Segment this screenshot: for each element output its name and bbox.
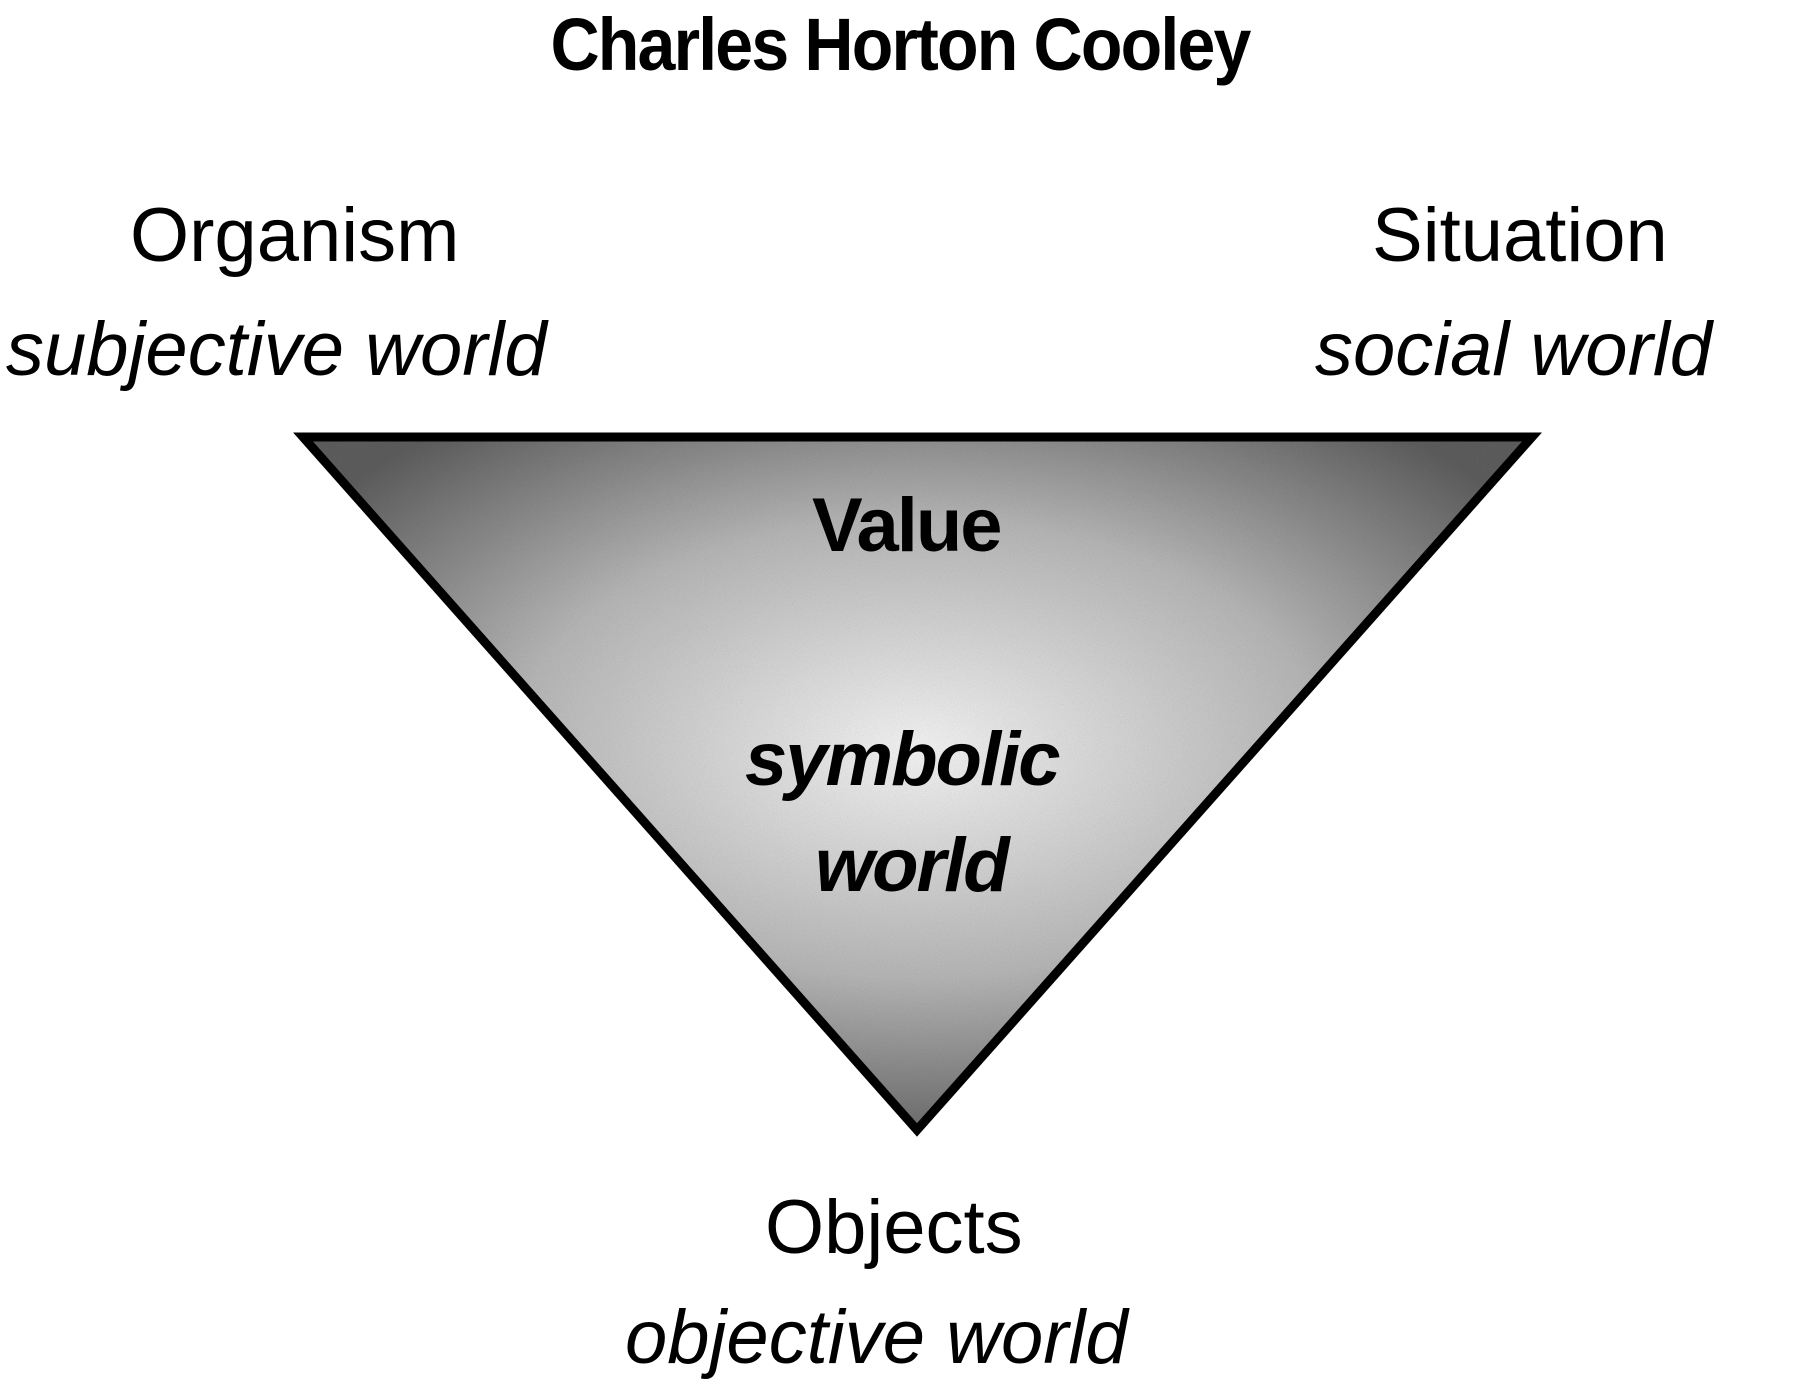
symbolic-label: symbolic — [745, 717, 1060, 802]
diagram-title: Charles Horton Cooley — [550, 3, 1251, 86]
world-label: world — [815, 823, 1010, 908]
social-world-label: social world — [1315, 307, 1713, 392]
situation-label: Situation — [1372, 193, 1668, 278]
value-label: Value — [812, 483, 1003, 568]
objective-world-label: objective world — [625, 1295, 1128, 1380]
subjective-world-label: subjective world — [6, 307, 547, 392]
objects-label: Objects — [765, 1185, 1023, 1270]
organism-label: Organism — [130, 193, 460, 278]
